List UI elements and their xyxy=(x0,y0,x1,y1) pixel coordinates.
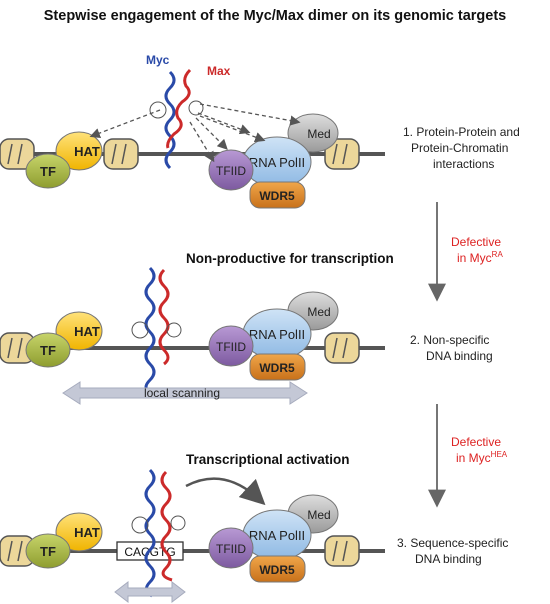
defective-1-line-2: in MycRA xyxy=(457,250,503,265)
wdr5-protein xyxy=(249,353,306,381)
step-2-line-1: 2. Non-specific xyxy=(410,333,489,347)
step-1-line-2: Protein-Chromatin xyxy=(411,141,508,155)
step-1-line-1: 1. Protein-Protein and xyxy=(403,125,520,139)
tf-label: TF xyxy=(40,544,56,559)
panel-2-heading: Non-productive for transcription xyxy=(186,251,394,266)
tf-protein xyxy=(25,332,71,368)
myc-max-dimer xyxy=(131,468,186,598)
local-scanning-arrow xyxy=(62,381,308,405)
nucleosome-right xyxy=(324,535,360,567)
panel-1: HAT TF Med RNA PolII TFIID WDR5 Myc Max xyxy=(0,53,520,209)
hat-protein xyxy=(55,512,103,552)
hat-label: HAT xyxy=(74,525,100,540)
wdr5-label: WDR5 xyxy=(259,563,295,577)
defective-1-line-1: Defective xyxy=(451,235,501,249)
wdr5-label: WDR5 xyxy=(259,189,295,203)
hat-label: HAT xyxy=(74,144,100,159)
defective-2-line-2: in MycHEA xyxy=(456,450,508,465)
hat-label: HAT xyxy=(74,324,100,339)
myc-max-dimer xyxy=(131,266,182,394)
tf-label: TF xyxy=(40,164,56,179)
nucleosome-right xyxy=(324,138,360,170)
restricted-scanning-arrow xyxy=(114,580,186,604)
interaction-arrows xyxy=(89,103,301,163)
step-3-line-2: DNA binding xyxy=(415,552,482,566)
myc-max-dimer xyxy=(149,68,204,170)
med-label: Med xyxy=(307,127,330,141)
nucleosome-left xyxy=(0,138,35,170)
panel-3: Transcriptional activation HAT TF Med RN… xyxy=(0,452,508,604)
tfiid-label: TFIID xyxy=(216,542,246,556)
local-scanning-label: local scanning xyxy=(144,386,220,400)
diagram-title: Stepwise engagement of the Myc/Max dimer… xyxy=(44,8,507,24)
step-1-line-3: interactions xyxy=(433,157,494,171)
med-label: Med xyxy=(307,305,330,319)
tfiid-label: TFIID xyxy=(216,340,246,354)
panel-3-heading: Transcriptional activation xyxy=(186,452,350,467)
activation-arrow xyxy=(185,477,266,506)
panel-2: Non-productive for transcription HAT TF … xyxy=(0,251,493,405)
tfiid-protein xyxy=(208,527,254,569)
nucleosome-right xyxy=(324,332,360,364)
tfiid-label: TFIID xyxy=(216,164,246,178)
tf-protein xyxy=(25,153,71,189)
wdr5-protein xyxy=(249,555,306,583)
wdr5-protein xyxy=(249,181,306,209)
max-label: Max xyxy=(207,64,231,78)
hat-protein xyxy=(55,131,103,171)
myc-label: Myc xyxy=(146,53,170,67)
rna-pol-label: RNA PolII xyxy=(249,327,305,342)
nucleosome-mid xyxy=(103,138,139,170)
rna-pol-label: RNA PolII xyxy=(249,155,305,170)
wdr5-label: WDR5 xyxy=(259,361,295,375)
med-label: Med xyxy=(307,508,330,522)
tfiid-protein xyxy=(208,149,254,191)
defective-2-line-1: Defective xyxy=(451,435,501,449)
step-2-line-2: DNA binding xyxy=(426,349,493,363)
hat-protein xyxy=(55,311,103,351)
step-3-line-1: 3. Sequence-specific xyxy=(397,536,508,550)
tf-label: TF xyxy=(40,343,56,358)
tf-protein xyxy=(25,533,71,569)
rna-pol-label: RNA PolII xyxy=(249,528,305,543)
tfiid-protein xyxy=(208,325,254,367)
